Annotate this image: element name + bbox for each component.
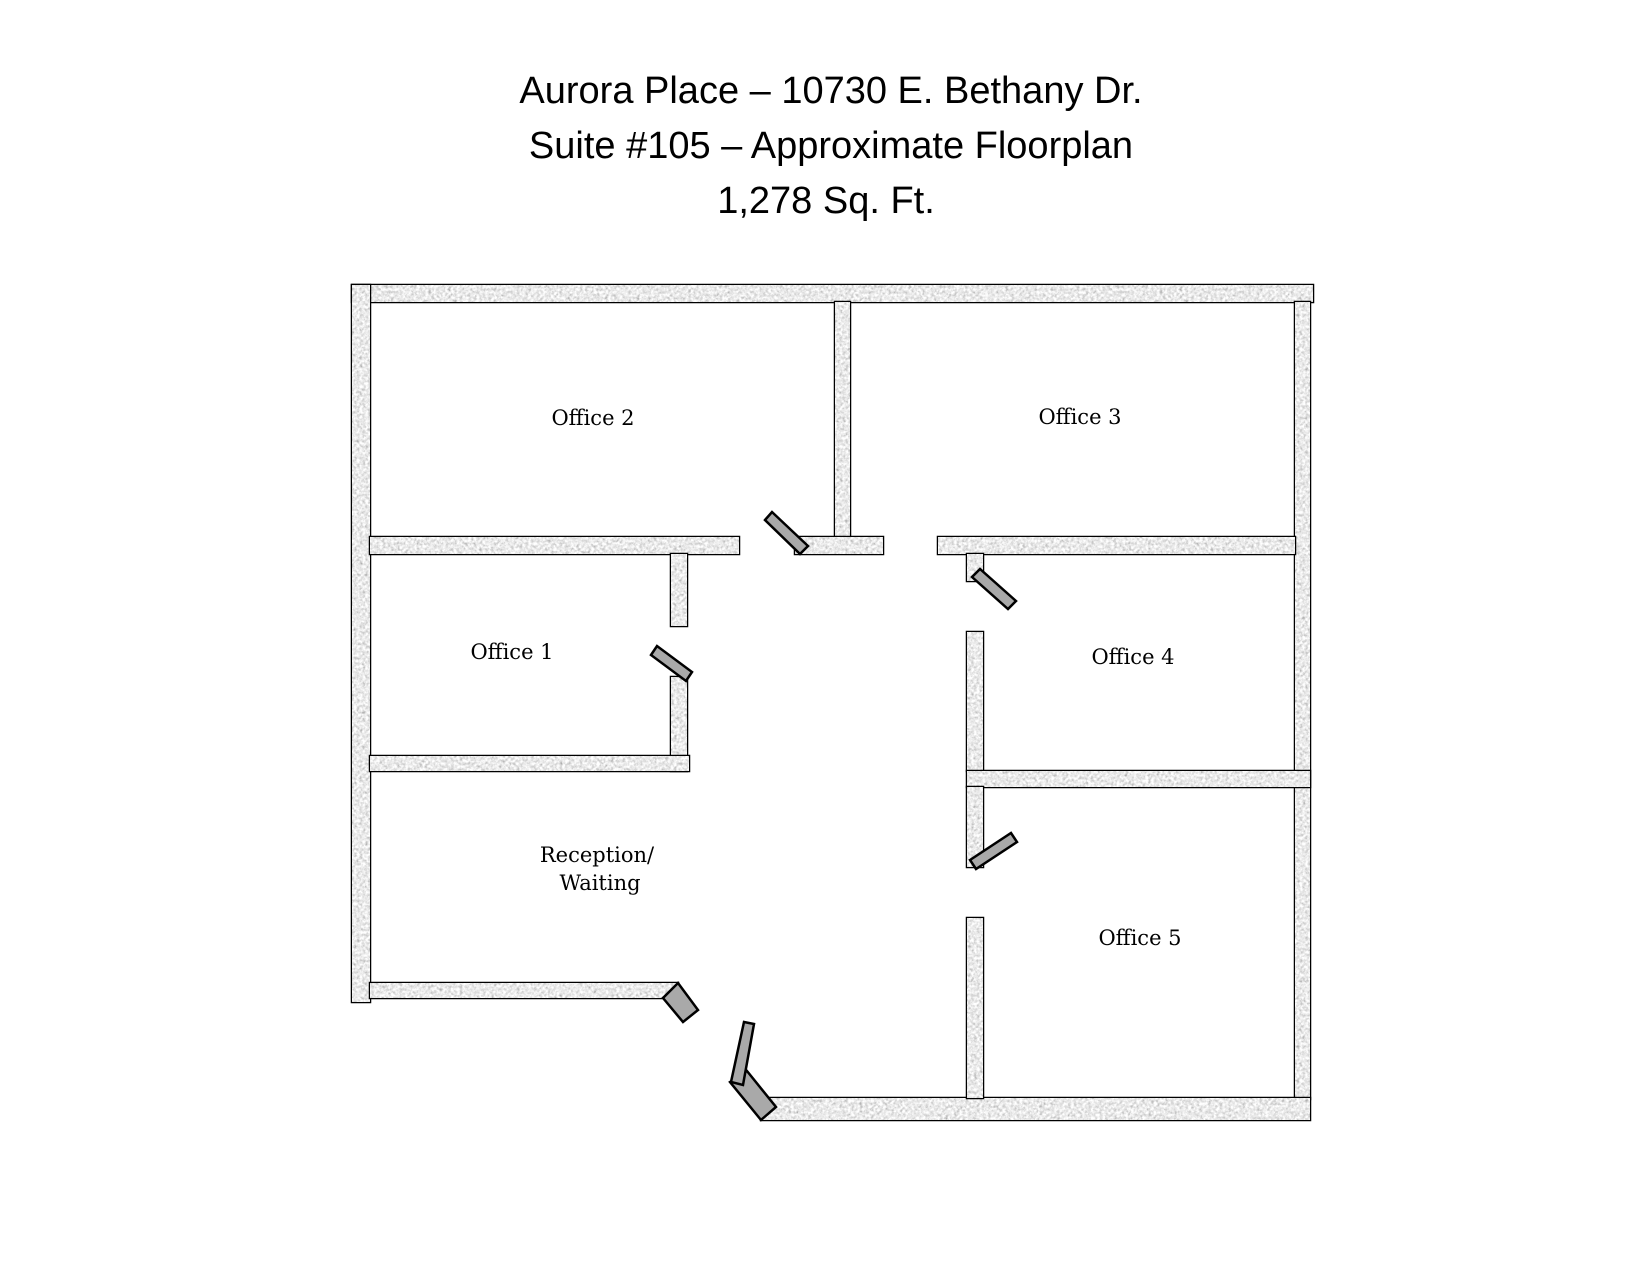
room-labels: Office 2 Office 3 Office 1 Office 4 Offi…	[470, 405, 1181, 950]
office2-office3-divider-wall	[833, 300, 852, 543]
office2-bottom-wall-left	[368, 535, 741, 556]
office1-bottom-wall	[368, 754, 691, 773]
label-office-4: Office 4	[1091, 645, 1174, 669]
bottom-exterior-wall	[759, 1096, 1312, 1122]
top-exterior-wall	[350, 283, 1315, 304]
label-reception: Reception/	[540, 843, 655, 867]
label-office-2: Office 2	[551, 406, 634, 430]
title-square-footage: 1,278 Sq. Ft.	[717, 180, 935, 222]
title-suite: Suite #105 – Approximate Floorplan	[528, 125, 1134, 167]
office4-office5-divider-wall	[965, 769, 1312, 789]
office4-door[interactable]	[970, 567, 1018, 611]
right-exterior-wall	[1293, 300, 1312, 1101]
office1-door[interactable]	[649, 644, 694, 683]
walls	[350, 283, 1315, 1122]
left-exterior-wall	[350, 283, 372, 1004]
office4-left-wall	[965, 630, 985, 773]
label-waiting: Waiting	[559, 871, 640, 895]
entry-door[interactable]	[729, 1020, 756, 1087]
label-office-5: Office 5	[1098, 926, 1181, 950]
office2-door[interactable]	[763, 510, 810, 556]
title-address: Aurora Place – 10730 E. Bethany Dr.	[519, 70, 1143, 112]
label-office-1: Office 1	[470, 640, 553, 664]
office5-door[interactable]	[968, 831, 1019, 871]
office1-right-wall-lower	[669, 675, 689, 773]
reception-bottom-wall	[368, 981, 680, 1000]
office5-left-stub-wall	[965, 785, 985, 869]
reception-angled-wall	[661, 981, 700, 1024]
office5-left-wall	[965, 916, 985, 1100]
office3-bottom-wall	[936, 535, 1297, 556]
office1-right-wall-upper	[669, 552, 689, 628]
label-office-3: Office 3	[1038, 405, 1121, 429]
